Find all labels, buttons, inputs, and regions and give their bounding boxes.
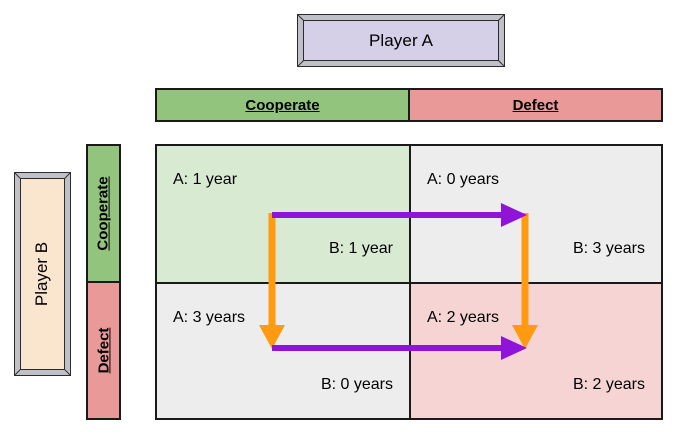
row-header-cooperate-label: Cooperate	[95, 176, 112, 251]
payoff-a-defect-cooperate: A: 3 years	[173, 309, 246, 326]
column-header-row: Cooperate Defect	[155, 88, 663, 122]
cell-cooperate-cooperate: A: 1 year B: 1 year	[157, 146, 409, 282]
payoff-a-defect-defect: A: 2 years	[427, 309, 500, 326]
payoff-a-cooperate-defect: A: 0 years	[427, 171, 500, 188]
player-b-plaque: Player B	[14, 172, 71, 376]
row-header-defect-label: Defect	[95, 327, 113, 374]
cell-defect-cooperate: A: 3 years B: 0 years	[157, 282, 409, 418]
column-header-cooperate: Cooperate	[157, 90, 408, 120]
player-a-plaque: Player A	[297, 14, 505, 67]
cell-cooperate-defect: A: 0 years B: 3 years	[409, 146, 661, 282]
row-header-cooperate: Cooperate	[88, 146, 119, 281]
column-header-defect: Defect	[408, 90, 661, 120]
player-b-label: Player B	[32, 241, 52, 307]
row-header-column: Cooperate Defect	[86, 144, 121, 420]
column-header-defect-label: Defect	[512, 96, 559, 114]
payoff-matrix: A: 1 year B: 1 year A: 0 years B: 3 year…	[155, 144, 663, 420]
column-header-cooperate-label: Cooperate	[245, 96, 320, 114]
row-header-defect: Defect	[88, 281, 119, 418]
player-a-label: Player A	[368, 30, 434, 50]
payoff-b-cooperate-defect: B: 3 years	[572, 240, 645, 257]
payoff-b-defect-cooperate: B: 0 years	[320, 376, 393, 393]
payoff-a-cooperate-cooperate: A: 1 year	[173, 171, 238, 188]
payoff-b-defect-defect: B: 2 years	[572, 376, 645, 393]
cell-defect-defect: A: 2 years B: 2 years	[409, 282, 661, 418]
payoff-b-cooperate-cooperate: B: 1 year	[328, 240, 393, 257]
